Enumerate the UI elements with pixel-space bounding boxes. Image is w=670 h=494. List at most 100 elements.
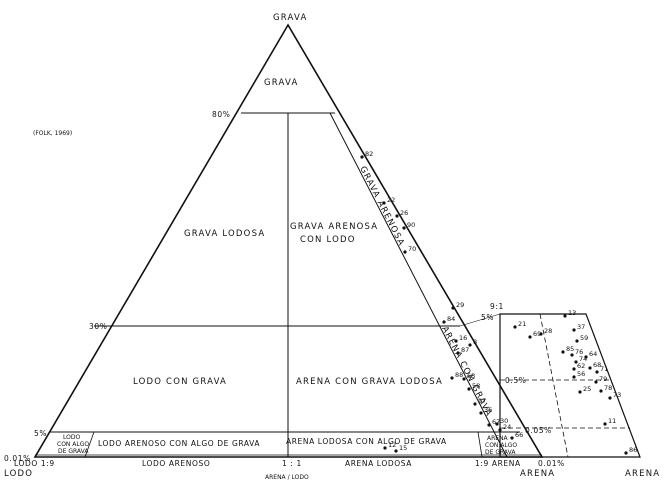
inset-sample-point-78: [599, 389, 603, 393]
vertex-lodo: LODO: [4, 469, 33, 479]
inset-sample-label-59: 59: [580, 334, 588, 342]
sample-label-90: 90: [407, 221, 415, 229]
percent-30: 30%: [89, 322, 107, 331]
field-arena-con-algo-1: ARENA: [487, 435, 509, 442]
field-lodo-con-algo-2: CON ALGO: [57, 441, 89, 448]
inset-sample-label-25: 25: [583, 385, 591, 393]
sample-point-24: [498, 428, 502, 432]
label-lodo-arenoso: LODO ARENOSO: [142, 459, 210, 468]
inset-sample-point-56: [572, 375, 576, 379]
percent-5: 5%: [34, 429, 47, 438]
inset-vertex-arena: ARENA: [625, 469, 660, 479]
inset-sample-point-76: [570, 353, 574, 357]
vertex-arena: ARENA: [520, 469, 555, 479]
inset-percent-001: 0.01%: [538, 459, 565, 468]
sample-point-63: [462, 377, 466, 381]
inset-sample-point-74: [574, 360, 578, 364]
inset-sample-label-56: 56: [577, 370, 585, 378]
sample-point-90: [402, 226, 406, 230]
sample-label-24: 24: [503, 423, 511, 431]
inset-sample-point-73: [608, 396, 612, 400]
sample-point-12: [383, 446, 387, 450]
label-arena-lodosa: ARENA LODOSA: [345, 459, 412, 468]
inset-ratio-9-1: 9:1: [490, 302, 504, 311]
ratio-1-1: 1 : 1: [282, 459, 302, 468]
sample-label-22: 22: [387, 196, 395, 204]
sample-point-8: [468, 343, 472, 347]
field-arena-con-algo-3: DE GRAVA: [485, 449, 516, 456]
ratio-arena-1-9: 1:9 ARENA: [475, 459, 521, 468]
inset-divider: [539, 313, 569, 458]
ratio-lodo-1-9: LODO 1:9: [14, 459, 55, 468]
sample-label-58: 58: [472, 382, 480, 390]
inset-sample-label-21: 21: [518, 320, 526, 328]
sample-point-88: [450, 376, 454, 380]
sample-label-12: 12: [388, 441, 396, 449]
inset-sample-point-21: [513, 325, 517, 329]
inset-sample-label-37: 37: [577, 323, 585, 331]
line-ratio-1-9-lodo: [84, 431, 95, 458]
sample-label-27: 27: [478, 397, 486, 405]
field-lodo-con-algo-3: DE GRAVA: [58, 448, 89, 455]
sample-point-84: [442, 320, 446, 324]
sample-label-66: 66: [515, 431, 523, 439]
inset-sample-point-25: [578, 390, 582, 394]
field-lodo-arenoso-con-algo: LODO ARENOSO CON ALGO DE GRAVA: [98, 439, 260, 448]
inset-sample-label-78: 78: [604, 384, 612, 392]
sample-point-66: [510, 436, 514, 440]
inset-sample-point-71: [595, 370, 599, 374]
percent-80: 80%: [212, 110, 230, 119]
field-grava-lodosa: GRAVA LODOSA: [184, 229, 265, 239]
sample-label-8: 8: [473, 338, 477, 346]
inset-sample-label-68: 68: [593, 361, 601, 369]
sample-label-84: 84: [447, 315, 455, 323]
inset-sample-label-62: 62: [577, 362, 585, 370]
axis-title-arena-lodo: ARENA / LODO: [265, 474, 309, 481]
citation: (FOLK, 1969): [33, 130, 72, 137]
inset-sample-label-74: 74: [579, 355, 587, 363]
sample-label-87: 87: [461, 346, 469, 354]
field-grava-arenosa: GRAVA ARENOSA: [357, 165, 406, 248]
sample-point-29: [451, 306, 455, 310]
inset-sample-point-64: [584, 355, 588, 359]
inset-sample-point-13: [563, 314, 567, 318]
inset-sample-point-59: [575, 339, 579, 343]
sample-point-87: [456, 351, 460, 355]
sample-point-22: [382, 201, 386, 205]
inset-sample-point-86: [624, 451, 628, 455]
field-arena-con-grava-lodosa: ARENA CON GRAVA LODOSA: [296, 377, 443, 387]
inset-sample-point-68: [588, 366, 592, 370]
inset-sample-point-69: [528, 335, 532, 339]
line-ratio-9-1: [329, 112, 508, 458]
field-grava: GRAVA: [264, 78, 299, 88]
sample-point-70: [403, 250, 407, 254]
inset-sample-label-76: 76: [575, 348, 583, 356]
sample-label-26: 26: [400, 209, 408, 217]
line-ratio-1-9-arena: [477, 431, 483, 458]
inset-sample-point-79: [594, 380, 598, 384]
field-arena-con-algo-2: CON ALGO: [485, 442, 517, 449]
inset-sample-point-85: [561, 350, 565, 354]
inset-sample-point-37: [572, 328, 576, 332]
inset-sample-label-11: 11: [608, 417, 616, 425]
sample-point-30: [495, 422, 499, 426]
percent-001: 0.01%: [4, 454, 31, 463]
sample-label-15: 15: [399, 444, 407, 452]
inset-percent-005: 0.05%: [525, 426, 552, 435]
field-lodo-con-algo-1: LODO: [63, 434, 80, 441]
vertex-grava: GRAVA: [273, 13, 308, 23]
inset-sample-label-69: 69: [533, 330, 541, 338]
sample-point-82: [360, 155, 364, 159]
inset-sample-point-11: [603, 422, 607, 426]
inset-sample-label-64: 64: [589, 350, 597, 358]
field-lodo-con-grava: LODO CON GRAVA: [133, 377, 227, 387]
sample-label-29: 29: [456, 301, 464, 309]
sample-label-36: 36: [484, 406, 492, 414]
sample-point-58: [467, 387, 471, 391]
field-arena-lodosa-con-algo: ARENA LODOSA CON ALGO DE GRAVA: [286, 437, 447, 446]
inset-outline: [499, 313, 641, 458]
sample-label-63: 63: [467, 372, 475, 380]
